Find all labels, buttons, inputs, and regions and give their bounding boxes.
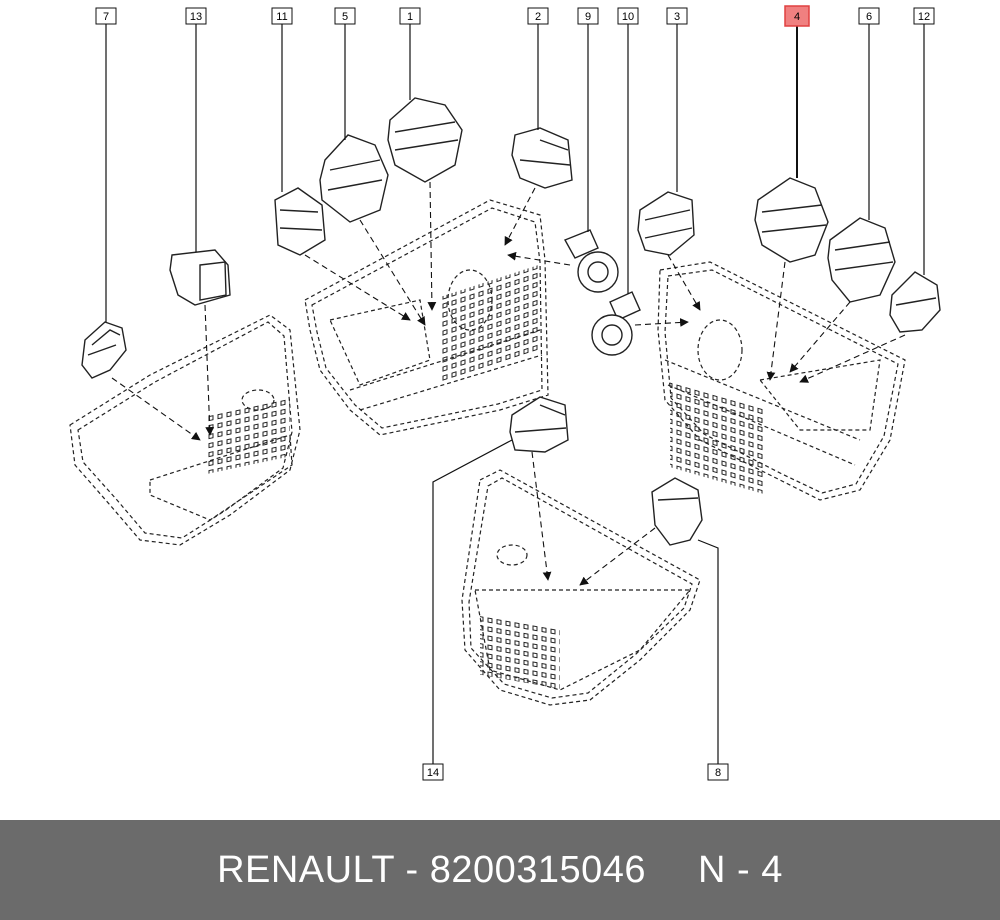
callout-7: 7 xyxy=(95,7,117,25)
callout-5: 5 xyxy=(334,7,356,25)
callout-11: 11 xyxy=(271,7,293,25)
callout-6: 6 xyxy=(858,7,880,25)
svg-text:5: 5 xyxy=(342,11,348,23)
callout-2: 2 xyxy=(527,7,549,25)
switch-part-8 xyxy=(651,477,703,546)
switch-part-13 xyxy=(169,249,231,306)
svg-text:6: 6 xyxy=(866,11,872,23)
svg-text:13: 13 xyxy=(190,11,202,23)
door-panel-front-right xyxy=(657,261,906,501)
callout-12: 12 xyxy=(913,7,935,25)
callout-4-highlighted: 4 xyxy=(784,5,810,27)
parts-diagram: 7 13 11 5 1 2 9 10 xyxy=(69,5,941,781)
switch-part-12 xyxy=(889,271,941,333)
switch-part-4 xyxy=(754,177,829,263)
svg-text:7: 7 xyxy=(103,11,109,23)
svg-text:9: 9 xyxy=(585,11,591,23)
switch-part-10 xyxy=(591,291,641,356)
switch-part-1 xyxy=(387,97,463,183)
leader-lines xyxy=(105,24,925,764)
svg-text:4: 4 xyxy=(794,11,800,23)
part-number-footer: RENAULT - 8200315046 N - 4 xyxy=(0,820,1000,920)
callout-14: 14 xyxy=(422,763,444,781)
speaker-grille-rear-right xyxy=(480,614,560,689)
callout-3: 3 xyxy=(666,7,688,25)
svg-text:2: 2 xyxy=(535,11,541,23)
brand-part-number: RENAULT - 8200315046 xyxy=(217,848,647,891)
callout-8: 8 xyxy=(707,763,729,781)
switch-part-3 xyxy=(637,191,695,256)
speaker-grille-front-left xyxy=(440,264,540,383)
switch-part-11 xyxy=(274,187,326,256)
svg-text:14: 14 xyxy=(427,767,439,779)
svg-text:3: 3 xyxy=(674,11,680,23)
callout-10: 10 xyxy=(617,7,639,25)
switch-part-5 xyxy=(319,134,389,223)
speaker-grille-rear-left xyxy=(205,398,290,475)
svg-text:10: 10 xyxy=(622,11,634,23)
switch-part-2 xyxy=(511,127,573,189)
svg-text:8: 8 xyxy=(715,767,721,779)
diagram-reference: N - 4 xyxy=(698,848,783,891)
svg-text:11: 11 xyxy=(276,11,287,23)
speaker-grille-front-right xyxy=(670,382,765,495)
callout-1: 1 xyxy=(399,7,421,25)
switch-part-7 xyxy=(81,321,127,379)
switch-part-14 xyxy=(509,396,569,453)
callout-9: 9 xyxy=(577,7,599,25)
svg-text:1: 1 xyxy=(407,11,413,23)
callout-13: 13 xyxy=(185,7,207,25)
pointer-lines xyxy=(111,181,906,586)
switch-part-6 xyxy=(827,217,896,303)
svg-text:12: 12 xyxy=(918,11,930,23)
switch-part-9 xyxy=(564,229,619,293)
